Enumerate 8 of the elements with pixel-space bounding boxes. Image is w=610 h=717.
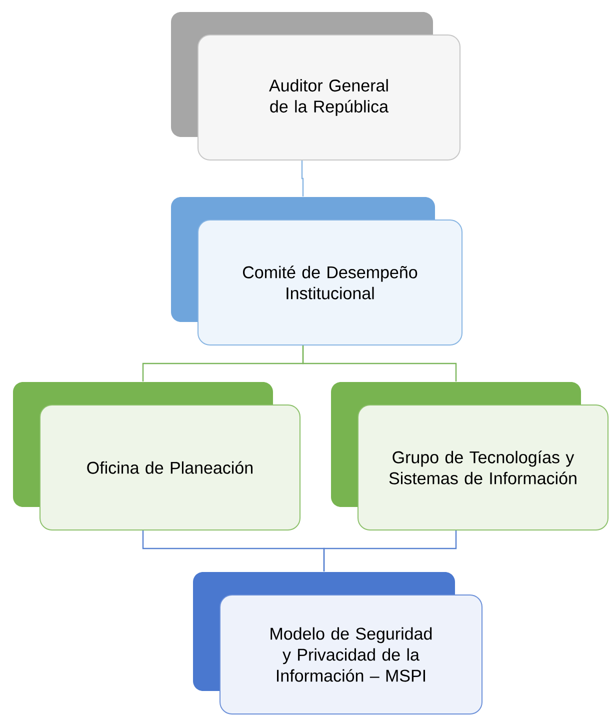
org-box: Oficina de Planeación xyxy=(13,382,300,530)
org-box: Grupo de Tecnologías y Sistemas de Información xyxy=(331,382,608,530)
org-box: Modelo de Seguridad y Privacidad de la Información – MSPI xyxy=(193,572,482,714)
org-box: Comité de Desempeño Institucional xyxy=(171,197,462,346)
connector-line xyxy=(302,346,457,382)
connector-line xyxy=(301,160,304,196)
connector-line xyxy=(323,530,457,572)
org-box: Auditor General de la República xyxy=(171,12,460,160)
